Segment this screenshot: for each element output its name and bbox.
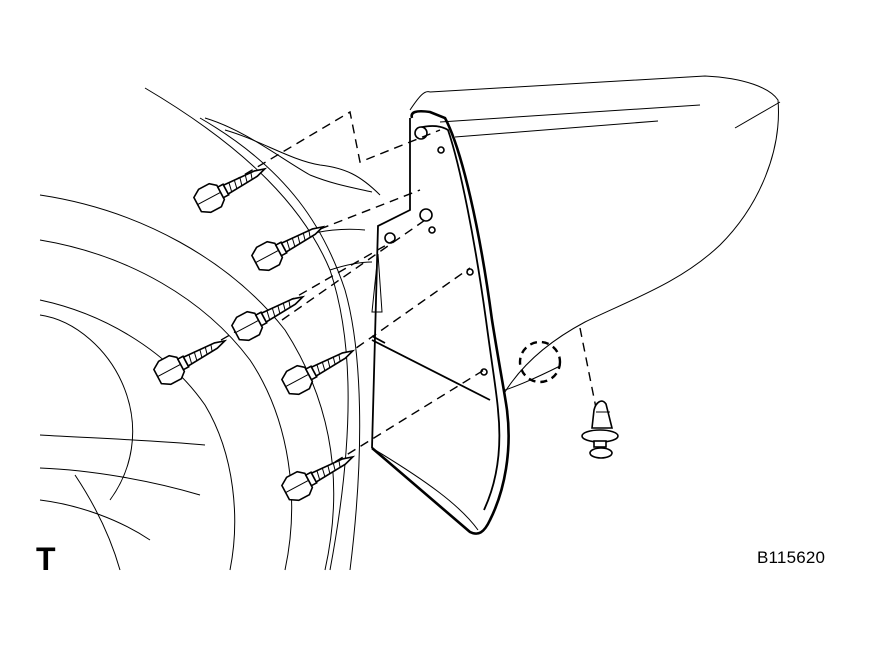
clip-location-marker — [518, 340, 562, 384]
body-panel — [409, 75, 781, 393]
figure-code: B115620 — [757, 548, 826, 567]
tapping-screw — [280, 349, 356, 396]
tapping-screw — [152, 339, 228, 386]
corner-mark: T — [36, 541, 56, 577]
leader-lines — [194, 110, 597, 463]
rear-wheel — [39, 194, 335, 571]
tapping-screw — [250, 225, 326, 272]
tapping-screw — [192, 167, 268, 214]
mudguard — [371, 109, 561, 535]
fender-liner — [144, 87, 381, 571]
clip — [581, 400, 619, 459]
tapping-screw — [230, 295, 306, 342]
tapping-screw — [280, 455, 356, 502]
